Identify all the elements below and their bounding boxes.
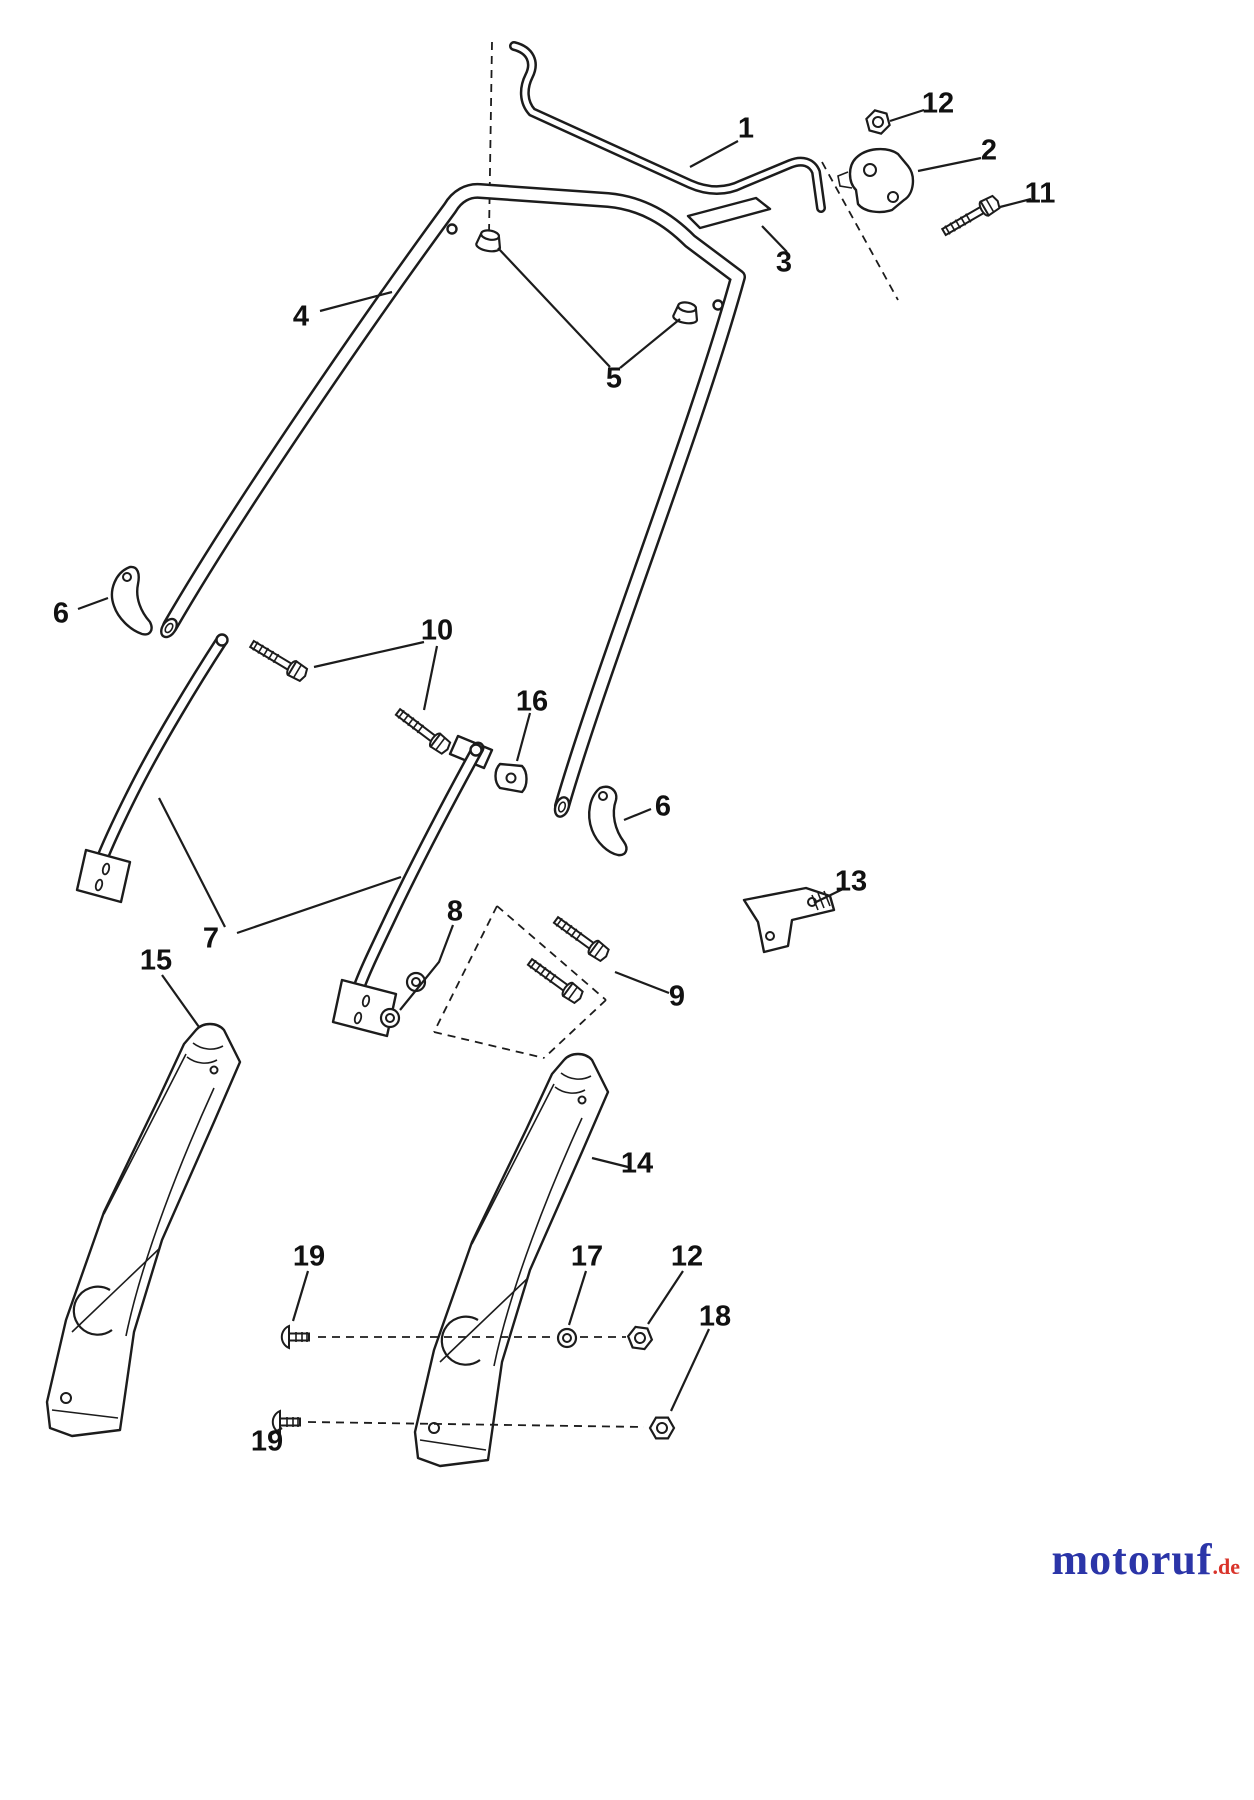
callout-bolt-right: 11 [1024,177,1056,210]
watermark-suffix: .de [1212,1554,1241,1579]
callout-clip-left: 6 [52,597,70,630]
bolts-upper-drawing [246,636,454,757]
callout-plate: 3 [775,246,793,279]
callout-support-right: 14 [620,1147,654,1180]
hardware-row2-drawing [271,1410,676,1440]
watermark: motoruf.de [1052,1534,1240,1585]
callout-handle: 4 [292,300,310,333]
callout-flange-nuts: 5 [605,362,623,395]
cable-clip-drawing [494,762,528,794]
callout-bolts-lower: 9 [668,980,686,1013]
construction-dashed-lines [433,41,899,1059]
flange-nuts-drawing [474,227,701,327]
callout-support-left: 15 [139,944,173,977]
callout-bolts-upper: 10 [420,614,454,647]
handle-loop-drawing [160,182,746,818]
callout-hinge-bracket: 2 [980,134,998,167]
stay-right-drawing [331,734,494,1038]
callout-screw-row2: 19 [250,1425,284,1458]
hardware-row1-drawing [280,1324,655,1352]
callout-washers: 8 [446,895,464,928]
bolts-lower-drawing [524,912,612,1006]
support-right-drawing [413,1052,610,1468]
callout-nut-top: 12 [921,87,955,120]
leader-lines [77,108,1032,1435]
support-left-drawing [45,1022,242,1438]
callout-washer-row1: 17 [570,1240,604,1273]
bolt-right-drawing [939,193,1003,240]
clip-right-drawing [588,785,628,857]
callout-angle-bracket: 13 [834,865,868,898]
callout-nut-row2: 18 [698,1300,732,1333]
callout-cable-clip: 16 [515,685,549,718]
callout-nut-row1: 12 [670,1240,704,1273]
callout-stays: 7 [202,922,220,955]
plate-drawing [686,196,772,230]
hinge-bracket-drawing [837,147,915,214]
clip-left-drawing [110,565,153,636]
nut-top-drawing [862,107,894,137]
callout-clip-right: 6 [654,790,672,823]
callout-upper-handle: 1 [737,112,755,145]
angle-bracket-drawing [742,886,836,954]
watermark-brand: motoruf [1051,1535,1213,1584]
upper-rod-drawing [509,41,826,213]
callout-screw-row1: 19 [292,1240,326,1273]
stay-left-drawing [75,633,229,904]
